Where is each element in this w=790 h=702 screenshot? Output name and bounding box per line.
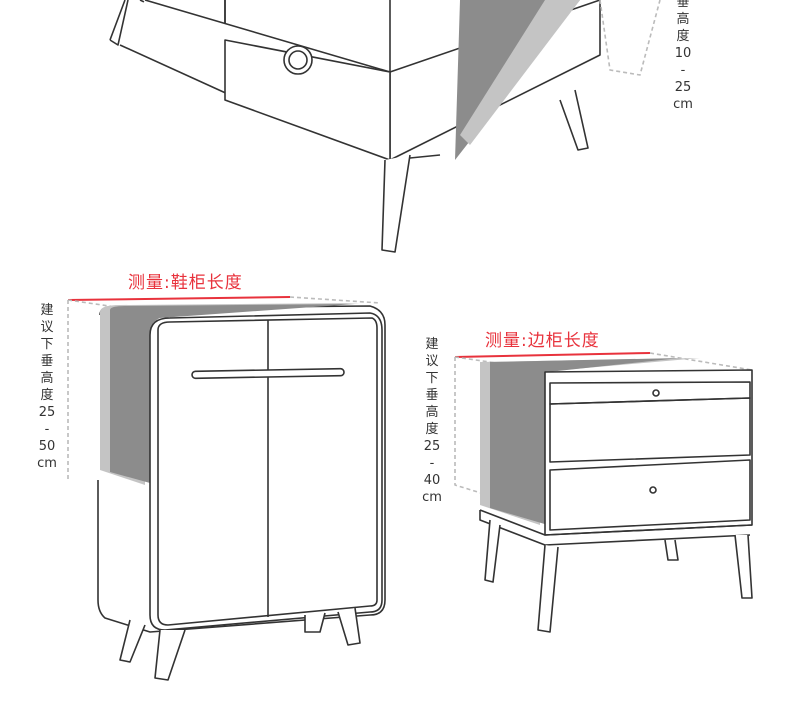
- label-char: cm: [673, 97, 693, 112]
- label-char: 高: [425, 405, 439, 420]
- label-char: 垂: [676, 0, 690, 10]
- side-cabinet-drawing: [454, 352, 753, 633]
- label-char: -: [44, 422, 50, 437]
- shoe-cabinet-measure-label: 测量:鞋柜长度: [128, 273, 243, 293]
- side-cabinet-measure-label: 测量:边柜长度: [485, 331, 600, 351]
- label-char: -: [429, 456, 435, 471]
- label-char: 25: [38, 405, 56, 420]
- label-char: 度: [676, 29, 690, 44]
- label-char: cm: [422, 490, 442, 505]
- label-char: 高: [40, 371, 54, 386]
- label-char: 议: [40, 320, 54, 335]
- label-char: 25: [674, 80, 692, 95]
- label-char: 议: [425, 354, 439, 369]
- label-char: 高: [676, 12, 690, 27]
- label-char: -: [680, 63, 686, 78]
- shoe-cabinet-drop-height-label: 建 议 下 垂 高 度 25 - 50 cm: [36, 302, 58, 472]
- label-char: cm: [37, 456, 57, 471]
- label-char: 50: [38, 439, 56, 454]
- label-char: 建: [40, 303, 54, 318]
- label-char: 度: [40, 388, 54, 403]
- label-char: 度: [425, 422, 439, 437]
- label-char: 25: [423, 439, 441, 454]
- label-char: 建: [425, 337, 439, 352]
- shoe-cabinet-drawing: [67, 296, 386, 681]
- side-cabinet-drop-height-label: 建 议 下 垂 高 度 25 - 40 cm: [421, 336, 443, 506]
- label-char: 下: [425, 371, 439, 386]
- label-char: 10: [674, 46, 692, 61]
- label-char: 垂: [40, 354, 54, 369]
- label-char: 垂: [425, 388, 439, 403]
- tv-stand-drawing: [109, 0, 661, 253]
- top-drop-height-label: 垂 高 度 10 - 25 cm: [672, 0, 694, 113]
- label-char: 40: [423, 473, 441, 488]
- label-char: 下: [40, 337, 54, 352]
